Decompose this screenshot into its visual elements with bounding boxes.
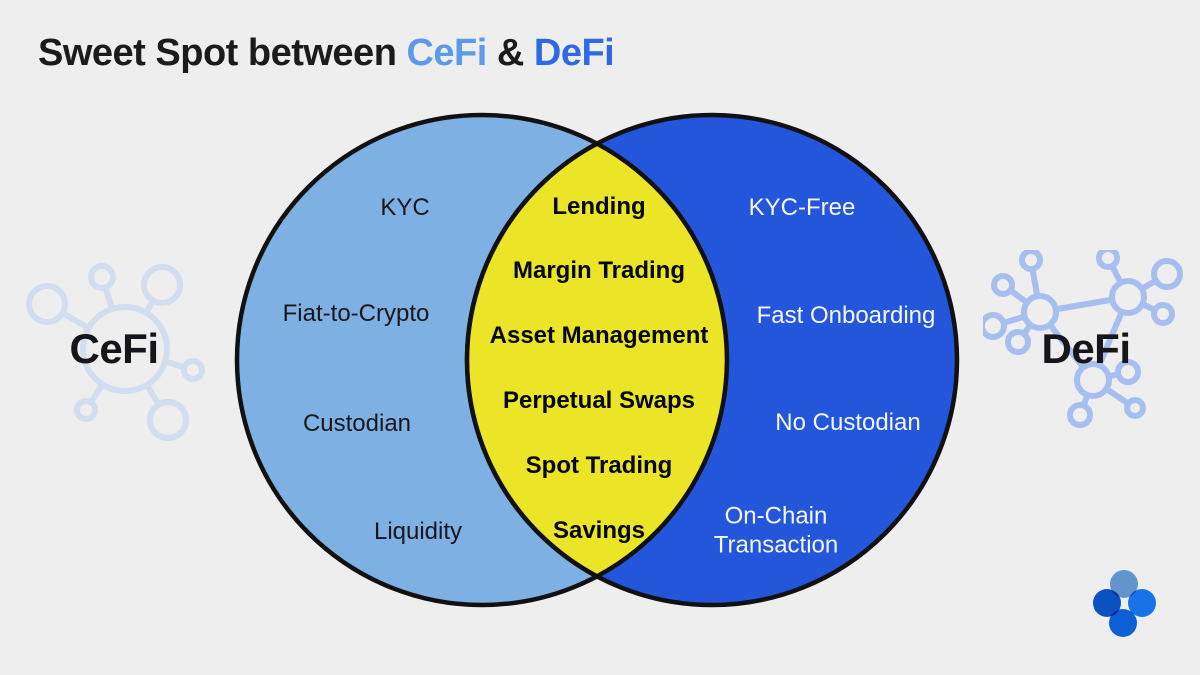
- cefi-item-custodian: Custodian: [302, 410, 412, 437]
- defi-item-no-custodian: No Custodian: [775, 409, 921, 436]
- okx-logo: [1093, 570, 1156, 637]
- centralized-network-icon: [26, 263, 205, 441]
- overlap-item-lending: Lending: [552, 193, 646, 220]
- okx-logo-left-circle: [1093, 589, 1121, 617]
- overlap-item-spot-trading: Spot Trading: [525, 452, 673, 479]
- overlap-lens: [464, 141, 730, 579]
- defi-item-fast-onboarding: Fast Onboarding: [756, 302, 936, 329]
- title-ampersand: &: [486, 32, 534, 74]
- title-cefi: CeFi: [406, 32, 487, 74]
- distributed-network-icon: [983, 250, 1183, 428]
- cefi-label: CeFi: [69, 325, 159, 372]
- cefi-item-kyc: KYC: [380, 194, 430, 221]
- page-title: Sweet Spot between CeFi & DeFi: [38, 32, 615, 75]
- okx-logo-bottom-circle: [1109, 609, 1137, 637]
- cefi-item-fiat-to-crypto: Fiat-to-Crypto: [282, 300, 430, 327]
- defi-label: DeFi: [1041, 325, 1131, 372]
- title-prefix: Sweet Spot between: [38, 32, 407, 74]
- okx-logo-right-circle: [1128, 589, 1156, 617]
- defi-item-kyc-free: KYC-Free: [748, 194, 856, 221]
- defi-item-on-chain-transaction: On-Chain Transaction: [713, 502, 839, 559]
- okx-logo-top-circle: [1110, 570, 1138, 598]
- overlap-item-asset-management: Asset Management: [489, 322, 709, 349]
- overlap-item-perpetual-swaps: Perpetual Swaps: [502, 387, 696, 414]
- overlap-item-savings: Savings: [552, 517, 646, 544]
- cefi-item-liquidity: Liquidity: [373, 518, 463, 545]
- overlap-item-margin-trading: Margin Trading: [512, 257, 686, 284]
- title-defi: DeFi: [533, 32, 615, 74]
